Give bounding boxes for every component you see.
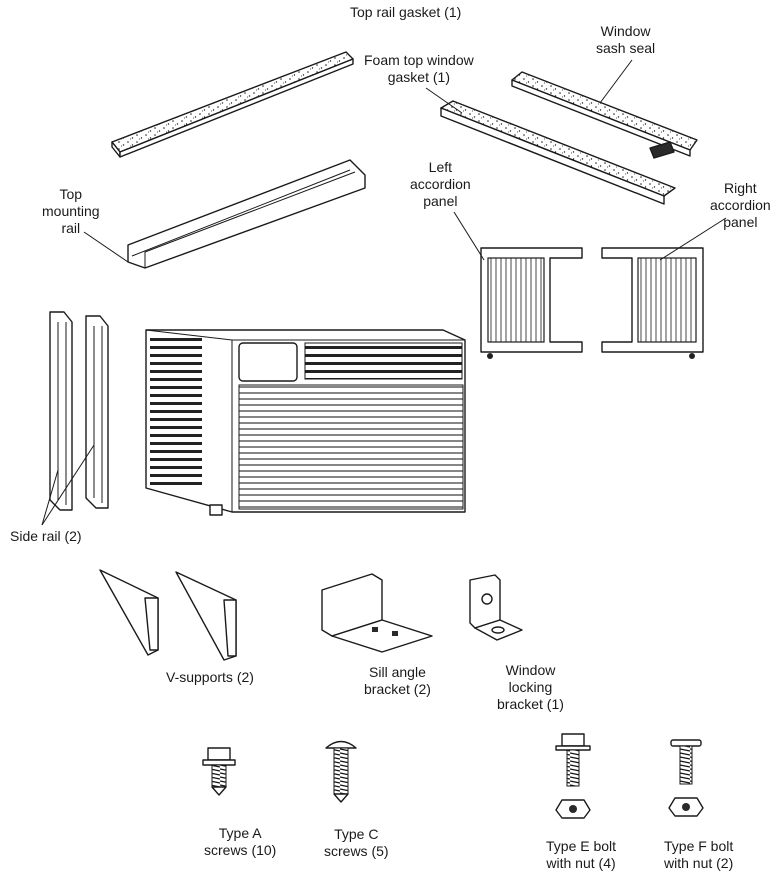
foam-top-window-gasket-part xyxy=(440,100,676,205)
type-e-bolt-label: Type E bolt with nut (4) xyxy=(546,838,617,871)
type-c-screw-part xyxy=(325,740,357,803)
top-rail-gasket-part xyxy=(111,51,354,158)
window-sash-seal-part xyxy=(511,71,698,159)
top-mounting-rail-label: Top mounting rail xyxy=(42,186,100,236)
v-supports-label: V-supports (2) xyxy=(166,669,254,685)
type-f-bolt-label: Type F bolt with nut (2) xyxy=(664,838,734,871)
right-accordion-panel-part xyxy=(601,247,704,359)
v-supports-part xyxy=(99,569,237,661)
window-locking-bracket-label: Window locking bracket (1) xyxy=(497,662,564,712)
window-locking-bracket-part xyxy=(469,574,523,641)
type-c-screws-label: Type C screws (5) xyxy=(324,826,389,859)
side-rail-label: Side rail (2) xyxy=(10,528,82,544)
air-conditioner-unit xyxy=(145,329,466,516)
type-a-screws-label: Type A screws (10) xyxy=(204,825,277,858)
type-e-bolt-part xyxy=(555,733,591,819)
top-rail-gasket-label: Top rail gasket (1) xyxy=(350,4,462,20)
sill-angle-bracket-label: Sill angle bracket (2) xyxy=(364,664,431,697)
right-accordion-panel-label: Right accordion panel xyxy=(710,180,771,230)
sill-angle-bracket-part xyxy=(321,573,433,653)
leader-lines xyxy=(41,59,727,526)
type-a-screw-part xyxy=(202,747,236,796)
type-f-bolt-part xyxy=(668,739,704,817)
top-mounting-rail-part xyxy=(127,159,366,269)
foam-top-window-gasket-label: Foam top window gasket (1) xyxy=(364,52,474,85)
left-accordion-panel-label: Left accordion panel xyxy=(410,159,471,209)
window-sash-seal-label: Window sash seal xyxy=(596,23,656,56)
left-accordion-panel-part xyxy=(480,247,583,359)
side-rails-part xyxy=(49,311,109,511)
